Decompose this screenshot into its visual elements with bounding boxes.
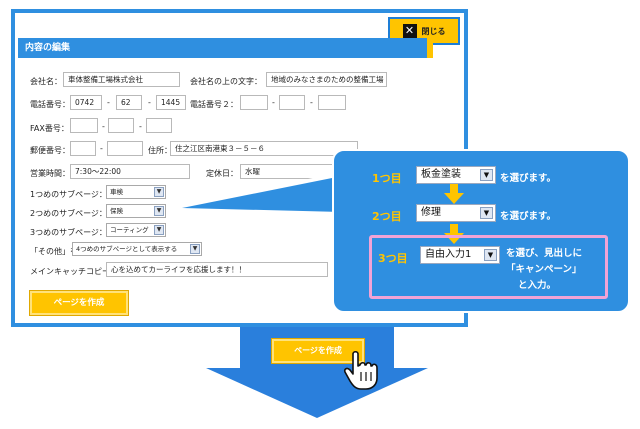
zip-input-1[interactable] [70, 141, 96, 156]
step3-select[interactable]: 自由入力1 ▼ [420, 246, 500, 264]
section-title: 内容の編集 [18, 38, 433, 58]
hand-cursor-icon [344, 350, 378, 390]
hours-input[interactable]: 7:30〜22:00 [70, 164, 190, 179]
address-input[interactable]: 住之江区南港東３－５－６ [170, 141, 358, 156]
step1-label: 1つ目 [372, 172, 402, 185]
sub2-label: 2つめのサブページ： [30, 209, 107, 218]
chevron-down-icon: ▼ [480, 207, 493, 219]
sub1-select[interactable]: 車検 ▼ [106, 185, 166, 199]
step2-select-value: 修理 [421, 207, 441, 218]
sub3-select[interactable]: コーティング ▼ [106, 223, 166, 237]
phone-alt-label: 電話番号２： [190, 100, 238, 109]
close-button-label: 閉じる [421, 26, 446, 36]
phone-label: 電話番号： [30, 100, 70, 109]
other-select[interactable]: 4つめのサブページとして表示する ▼ [72, 242, 202, 256]
phone-input-3[interactable]: 1445 [156, 95, 186, 110]
company-label: 会社名： [30, 77, 62, 86]
fax-input-3[interactable] [146, 118, 172, 133]
company-input[interactable]: 車体整備工場株式会社 [63, 72, 180, 87]
address-label: 住所： [148, 146, 172, 155]
fax-dash-1: - [102, 122, 105, 131]
catch-input[interactable]: 心を込めてカーライフを応援します！！ [106, 262, 328, 277]
chevron-down-icon: ▼ [480, 169, 493, 181]
catch-label: メインキャッチコピー： [30, 267, 118, 276]
sub3-select-value: コーティング [110, 226, 149, 234]
zip-label: 郵便番号： [30, 146, 70, 155]
chevron-down-icon: ▼ [190, 244, 200, 254]
step3-text-3: と入力。 [518, 280, 557, 291]
step2-label: 2つ目 [372, 210, 402, 223]
zip-dash: - [100, 144, 103, 153]
phone-input-2[interactable]: 62 [116, 95, 142, 110]
step3-select-value: 自由入力1 [425, 249, 472, 260]
sub1-select-value: 車検 [110, 188, 123, 196]
other-label: 「その他」を [30, 247, 78, 256]
step3-label: 3つ目 [378, 252, 408, 265]
sub2-select[interactable]: 保険 ▼ [106, 204, 166, 218]
step3-text-2: 「キャンペーン」 [506, 264, 582, 275]
fax-label: FAX番号： [30, 124, 69, 133]
phone-alt-input-2[interactable] [279, 95, 305, 110]
phone-alt-dash-2: - [310, 98, 313, 107]
step2-select[interactable]: 修理 ▼ [416, 204, 496, 222]
fax-input-1[interactable] [70, 118, 98, 133]
tagline-input[interactable]: 地域のみなさまのための整備工場 [266, 72, 387, 87]
phone-input-1[interactable]: 0742 [70, 95, 102, 110]
step1-select-value: 板金塗装 [421, 169, 461, 180]
chevron-down-icon: ▼ [484, 249, 497, 261]
phone-alt-input-1[interactable] [240, 95, 268, 110]
step3-text-1: を選び、見出しに [506, 248, 583, 259]
phone-alt-dash-1: - [272, 98, 275, 107]
phone-alt-input-3[interactable] [318, 95, 346, 110]
close-icon: ✕ [402, 24, 417, 38]
holiday-label: 定休日： [206, 169, 238, 178]
sub1-label: 1つめのサブページ： [30, 190, 107, 199]
create-page-button[interactable]: ページを作成 [29, 290, 129, 316]
arrow-down-icon [444, 184, 464, 204]
sub2-select-value: 保険 [110, 207, 123, 215]
phone-dash-1: - [107, 98, 110, 107]
phone-dash-2: - [148, 98, 151, 107]
tagline-label: 会社名の上の文字： [190, 77, 262, 86]
chevron-down-icon: ▼ [154, 187, 164, 197]
fax-dash-2: - [139, 122, 142, 131]
bottom-create-page-button[interactable]: ページを作成 [271, 338, 365, 364]
fax-input-2[interactable] [108, 118, 134, 133]
chevron-down-icon: ▼ [154, 225, 164, 235]
step1-select[interactable]: 板金塗装 ▼ [416, 166, 496, 184]
sub3-label: 3つめのサブページ： [30, 228, 107, 237]
other-select-value: 4つめのサブページとして表示する [76, 245, 178, 253]
step3-highlight [369, 235, 608, 299]
step1-text: を選びます。 [500, 173, 557, 184]
zip-input-2[interactable] [107, 141, 143, 156]
chevron-down-icon: ▼ [154, 206, 164, 216]
hours-label: 営業時間： [30, 169, 70, 178]
step2-text: を選びます。 [500, 211, 557, 222]
